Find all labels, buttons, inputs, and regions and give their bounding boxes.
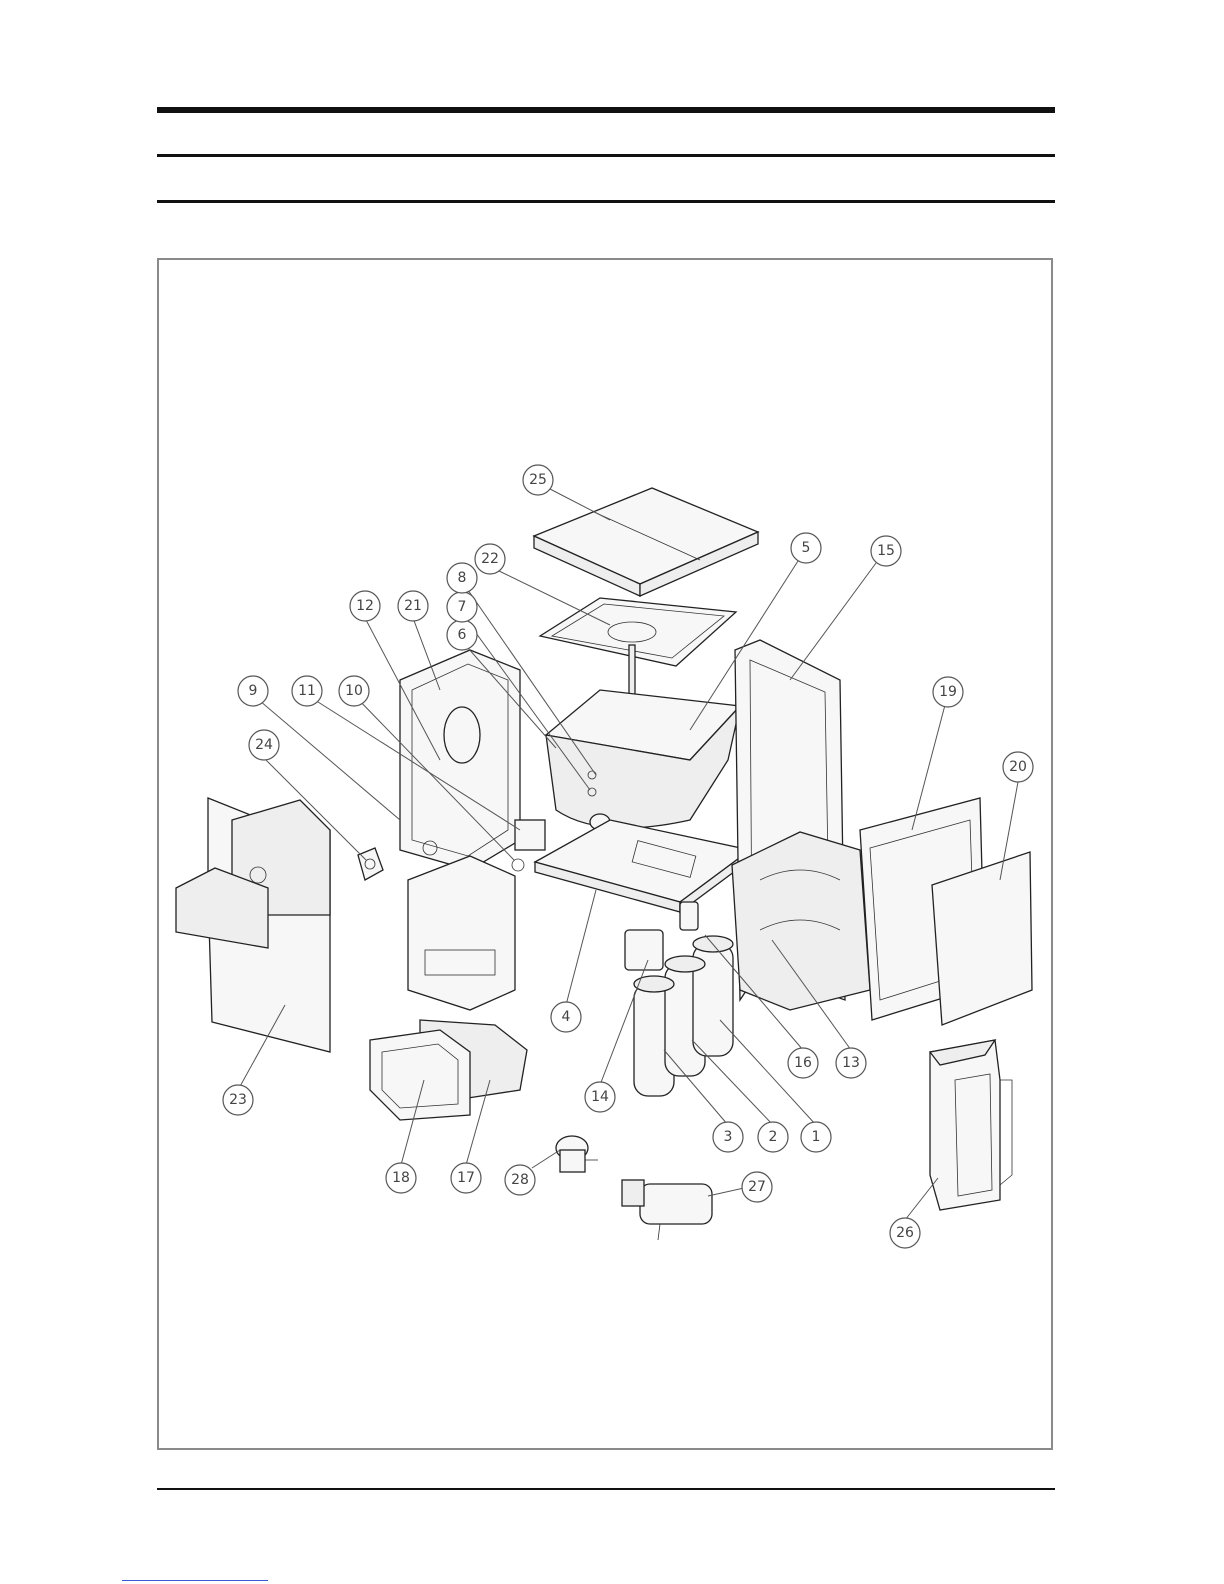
callout-number: 8: [458, 570, 467, 586]
part-side-panels: [860, 798, 1032, 1025]
callout-8: 8: [447, 563, 477, 593]
callout-number: 10: [345, 683, 363, 699]
part-filter-housing: [370, 1020, 527, 1120]
callout-number: 19: [939, 684, 957, 700]
callout-number: 7: [458, 599, 467, 615]
callout-10: 10: [339, 676, 369, 706]
part-front-door: [176, 798, 330, 1052]
callout-number: 2: [769, 1129, 778, 1145]
callout-number: 13: [842, 1055, 860, 1071]
callout-24: 24: [249, 730, 279, 760]
callout-number: 5: [802, 540, 811, 556]
callout-2: 2: [758, 1122, 788, 1152]
callout-number: 26: [896, 1225, 914, 1241]
callout-21: 21: [398, 591, 428, 621]
callout-number: 20: [1009, 759, 1027, 775]
callout-number: 12: [356, 598, 374, 614]
callout-23: 23: [223, 1085, 253, 1115]
part-right-frame: [732, 640, 870, 1010]
callout-number: 27: [748, 1179, 766, 1195]
callout-11: 11: [292, 676, 322, 706]
callout-25: 25: [523, 465, 553, 495]
callout-27: 27: [742, 1172, 772, 1202]
part-display-module: [358, 848, 383, 880]
callout-12: 12: [350, 591, 380, 621]
part-pressure-switch: [556, 1136, 598, 1172]
callout-number: 15: [877, 543, 895, 559]
callout-26: 26: [890, 1218, 920, 1248]
part-left-frame: [400, 650, 545, 1010]
callout-number: 24: [255, 737, 273, 753]
part-base-tray: [512, 820, 750, 912]
callout-number: 9: [249, 683, 258, 699]
part-pump: [622, 1180, 712, 1240]
callout-6: 6: [447, 620, 477, 650]
callout-number: 3: [724, 1129, 733, 1145]
callout-17: 17: [451, 1163, 481, 1193]
callout-number: 16: [794, 1055, 812, 1071]
callout-4: 4: [551, 1002, 581, 1032]
callout-number: 22: [481, 551, 499, 567]
part-top-cover: [534, 488, 758, 596]
callout-20: 20: [1003, 752, 1033, 782]
callout-number: 17: [457, 1170, 475, 1186]
callout-number: 18: [392, 1170, 410, 1186]
callout-number: 6: [458, 627, 467, 643]
footer-rule: [157, 1488, 1055, 1490]
part-water-jug: [930, 1040, 1012, 1210]
callout-3: 3: [713, 1122, 743, 1152]
callout-9: 9: [238, 676, 268, 706]
callout-7: 7: [447, 592, 477, 622]
callout-number: 14: [591, 1089, 609, 1105]
callout-28: 28: [505, 1165, 535, 1195]
callout-number: 11: [298, 683, 316, 699]
callout-number: 28: [511, 1172, 529, 1188]
callout-18: 18: [386, 1163, 416, 1193]
callout-14: 14: [585, 1082, 615, 1112]
callout-15: 15: [871, 536, 901, 566]
callout-number: 23: [229, 1092, 247, 1108]
callout-number: 4: [562, 1009, 571, 1025]
callout-16: 16: [788, 1048, 818, 1078]
callout-19: 19: [933, 677, 963, 707]
callout-number: 25: [529, 472, 547, 488]
callout-number: 1: [812, 1129, 821, 1145]
callout-5: 5: [791, 533, 821, 563]
callout-number: 21: [404, 598, 422, 614]
callout-1: 1: [801, 1122, 831, 1152]
callout-22: 22: [475, 544, 505, 574]
callout-13: 13: [836, 1048, 866, 1078]
footer-link-underline: [122, 1580, 268, 1581]
